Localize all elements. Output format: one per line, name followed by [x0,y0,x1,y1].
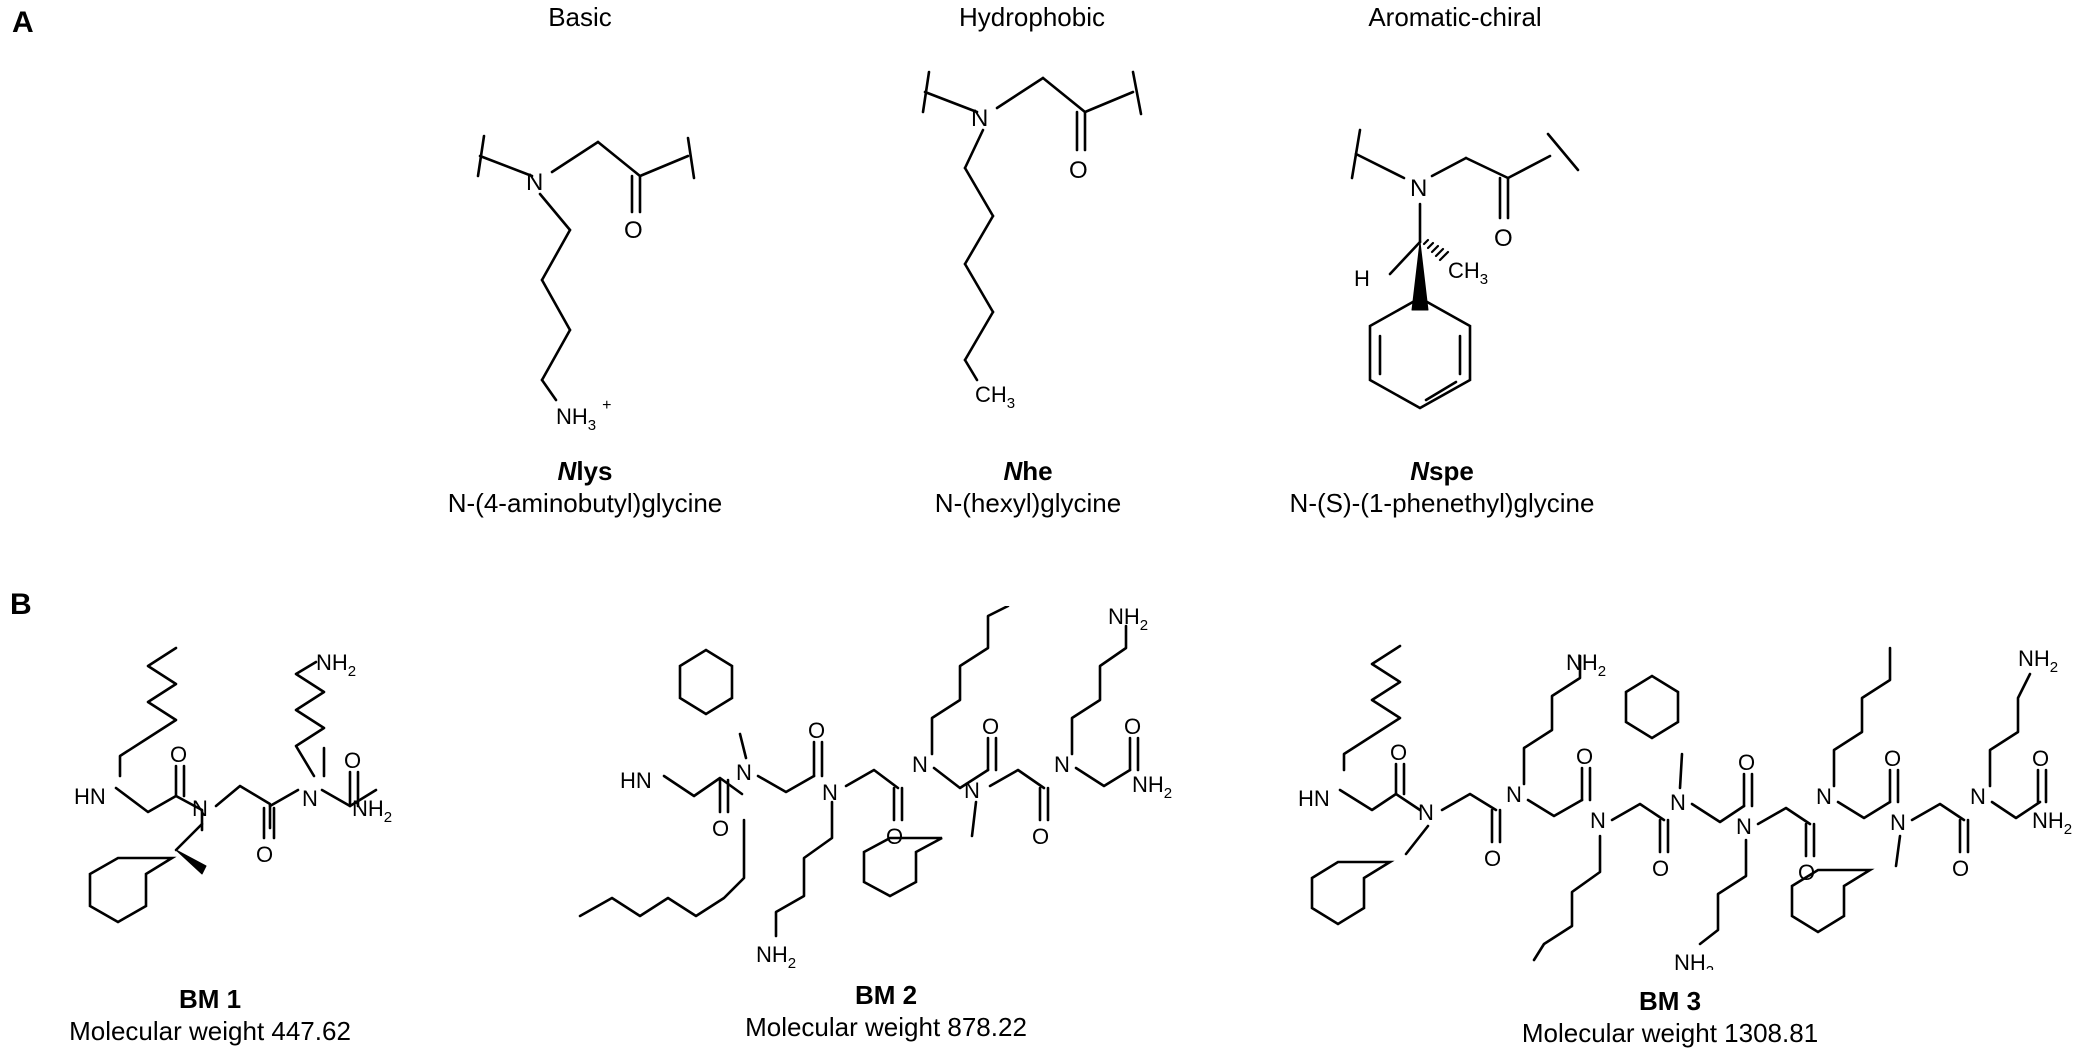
category-basic: Basic [548,2,612,32]
category-aromatic-chiral: Aromatic-chiral [1368,2,1542,32]
nspe-abbr: Nspe [1410,456,1474,486]
panel-b-label: B [10,588,32,621]
svg-text:N: N [736,760,752,785]
svg-text:N: N [526,169,543,196]
bm3-label: BM 3 [1638,986,1702,1016]
svg-text:O: O [712,816,729,841]
bm2-mw: Molecular weight 878.22 [745,1012,1027,1042]
svg-text:N: N [192,796,208,821]
svg-text:HN: HN [1298,786,1330,811]
svg-text:N: N [822,780,838,805]
svg-text:O: O [1952,856,1969,881]
svg-text:O: O [982,714,999,739]
nlys-abbr: Nlys [557,456,613,486]
svg-text:NH2: NH2 [316,650,356,680]
panel-a-label: A [12,6,34,39]
svg-text:O: O [886,824,903,849]
svg-text:N: N [1590,808,1606,833]
svg-text:N: N [912,752,928,777]
svg-text:NH2: NH2 [1108,606,1148,634]
svg-text:N: N [1890,810,1906,835]
svg-text:N: N [1736,814,1752,839]
svg-text:O: O [2032,746,2049,771]
nlys-name: N-(4-aminobutyl)glycine [447,488,723,518]
svg-text:NH2: NH2 [1566,650,1606,680]
nhe-name: N-(hexyl)glycine [934,488,1122,518]
nlys-structure: N O NH3+ [476,134,696,434]
bm2-structure: HN O N O N NH2 O N O N O N NH2 O NH2 [578,606,1172,972]
svg-text:NH2: NH2 [1674,950,1714,970]
svg-text:O: O [1494,225,1513,252]
bm3-structure: HN O N O N NH2 O N O N O N NH2 O N O N O… [1298,644,2072,970]
svg-text:O: O [1652,856,1669,881]
svg-text:NH2: NH2 [1132,772,1172,802]
nspe-methyl-label: CH3 [1448,258,1488,288]
svg-text:O: O [1124,714,1141,739]
nlys-amine-label: NH3+ [556,397,611,434]
nhe-methyl-label: CH3 [975,382,1015,412]
svg-text:N: N [1418,800,1434,825]
svg-text:N: N [1970,784,1986,809]
svg-text:HN: HN [620,768,652,793]
bm2-label: BM 2 [854,980,918,1010]
svg-text:O: O [344,748,361,773]
bm3-mw: Molecular weight 1308.81 [1521,1018,1819,1048]
category-hydrophobic: Hydrophobic [959,2,1105,32]
svg-text:O: O [1884,746,1901,771]
svg-text:O: O [1069,157,1088,184]
svg-text:O: O [808,718,825,743]
svg-text:N: N [964,778,980,803]
bm1-label: BM 1 [178,984,242,1014]
nspe-name: N-(S)-(1-phenethyl)glycine [1289,488,1595,518]
svg-text:O: O [624,217,643,244]
svg-text:O: O [170,742,187,767]
svg-text:NH2: NH2 [2018,646,2058,676]
svg-text:NH2: NH2 [756,942,796,972]
nhe-structure: N O CH3 [921,70,1143,412]
svg-text:O: O [1484,846,1501,871]
svg-text:N: N [1816,784,1832,809]
svg-text:O: O [1576,744,1593,769]
svg-text:N: N [302,786,318,811]
svg-text:N: N [1410,175,1427,202]
svg-text:NH2: NH2 [352,796,392,826]
nspe-structure: N O H CH3 [1350,128,1580,410]
svg-text:O: O [1032,824,1049,849]
svg-text:O: O [256,842,273,867]
svg-text:HN: HN [74,784,106,809]
bm1-mw: Molecular weight 447.62 [69,1016,351,1046]
svg-text:NH2: NH2 [2032,808,2072,838]
svg-text:N: N [1054,752,1070,777]
svg-text:O: O [1390,740,1407,765]
bm1-structure: HN O N O N NH2 O NH2 [74,646,392,924]
svg-text:N: N [1506,782,1522,807]
nspe-h-label: H [1354,266,1370,291]
svg-text:N: N [971,105,988,132]
svg-text:N: N [1670,790,1686,815]
nhe-abbr: Nhe [1003,456,1053,486]
svg-text:O: O [1738,750,1755,775]
